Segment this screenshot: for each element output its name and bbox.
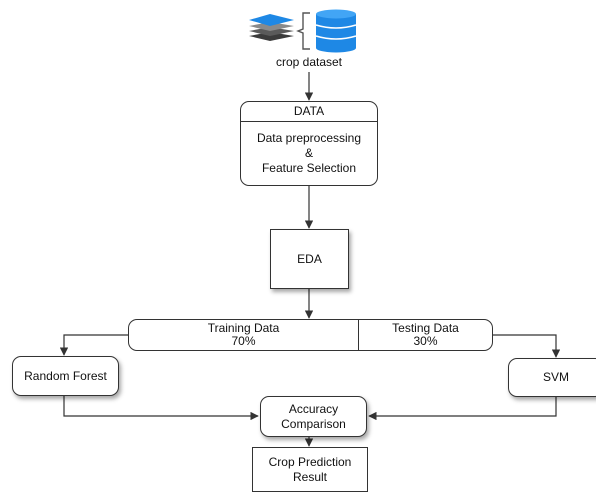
- data-box-line-preprocessing: Data preprocessing: [256, 131, 362, 145]
- data-box-line-feature-selection: Feature Selection: [261, 161, 357, 175]
- accuracy-line-1: Accuracy: [288, 401, 339, 416]
- data-box-header: DATA: [241, 102, 377, 122]
- training-data-label: Training Data: [207, 321, 280, 335]
- arrow-split-to-random-forest: [59, 334, 128, 356]
- data-box: DATA Data preprocessing & Feature Select…: [240, 101, 378, 186]
- testing-data-label: Testing Data: [392, 321, 459, 335]
- svm-label: SVM: [542, 370, 569, 384]
- random-forest-box: Random Forest: [12, 356, 119, 396]
- testing-data-percent: 30%: [413, 334, 438, 348]
- eda-label: EDA: [297, 251, 322, 266]
- split-box: Training Data 70% Testing Data 30%: [128, 319, 493, 351]
- accuracy-comparison-box: Accuracy Comparison: [260, 396, 367, 437]
- arrow-random-forest-to-accuracy: [63, 396, 259, 421]
- random-forest-label: Random Forest: [24, 368, 107, 383]
- training-data-cell: Training Data 70%: [129, 320, 359, 350]
- crop-prediction-result-box: Crop Prediction Result: [252, 447, 368, 492]
- result-line-1: Crop Prediction: [268, 454, 352, 469]
- svm-box: SVM: [508, 358, 596, 397]
- testing-data-cell: Testing Data 30%: [359, 320, 492, 350]
- data-box-line-ampersand: &: [304, 146, 313, 160]
- layers-icon: [249, 14, 294, 41]
- arrow-split-to-svm: [493, 334, 561, 358]
- result-line-2: Result: [292, 469, 327, 484]
- bracket-icon: [296, 12, 310, 50]
- training-data-percent: 70%: [231, 334, 256, 348]
- database-icon: [315, 9, 357, 53]
- arrow-svm-to-accuracy: [368, 397, 557, 421]
- database-layers-icon: [249, 9, 357, 53]
- accuracy-line-2: Comparison: [281, 416, 346, 431]
- dataset-label: crop dataset: [275, 55, 343, 69]
- eda-box: EDA: [270, 229, 349, 289]
